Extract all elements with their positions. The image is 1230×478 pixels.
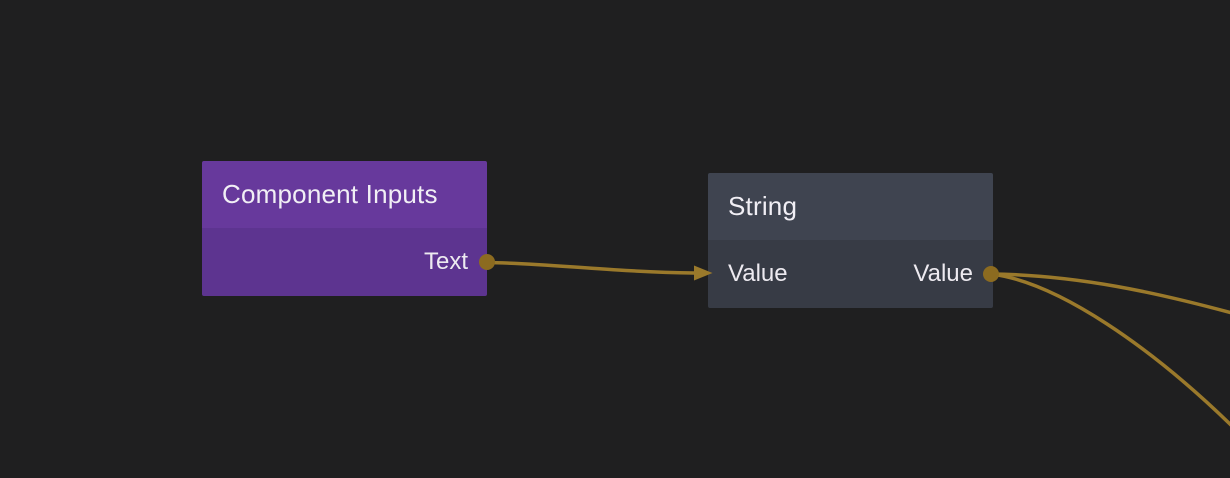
node-string-header[interactable]: String — [708, 173, 993, 240]
node-string-body: Value Value — [708, 240, 993, 308]
node-component-inputs-title: Component Inputs — [222, 179, 438, 209]
wire-component-inputs-to-string[interactable] — [485, 260, 696, 275]
node-string[interactable]: String Value Value — [708, 173, 993, 308]
node-string-title: String — [728, 191, 798, 221]
wire-string-output-lower[interactable] — [989, 272, 1230, 427]
node-component-inputs-body: Text — [202, 228, 487, 296]
node-component-inputs[interactable]: Component Inputs Text — [202, 161, 487, 296]
input-port-label-value: Value — [728, 260, 788, 287]
output-port-label-value: Value — [913, 260, 973, 287]
node-component-inputs-header[interactable]: Component Inputs — [202, 161, 487, 228]
output-port-label-text: Text — [423, 248, 468, 275]
wire-string-output-upper[interactable] — [989, 272, 1230, 315]
